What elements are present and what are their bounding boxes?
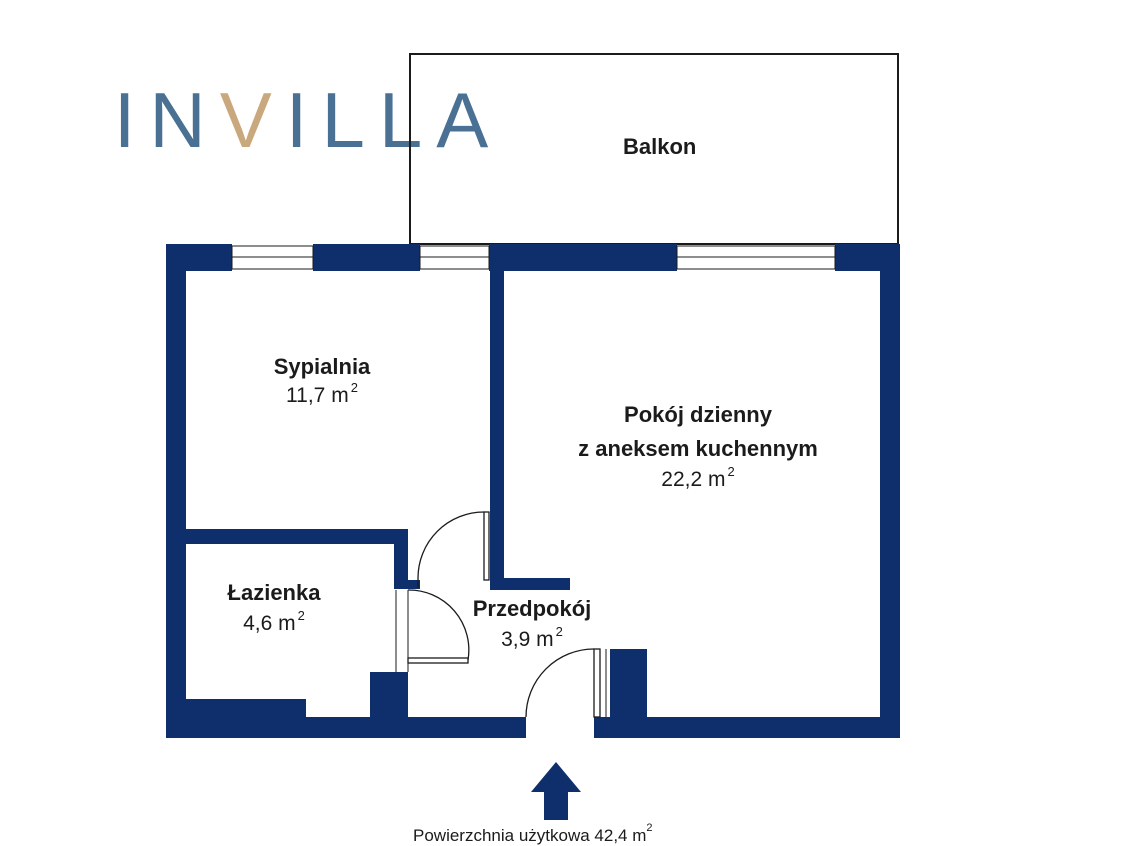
wall-bath-right-upper bbox=[394, 529, 408, 589]
entrance-arrow-icon bbox=[531, 762, 581, 820]
outer-walls bbox=[166, 244, 900, 738]
wall-bath-bottom-fill bbox=[186, 699, 306, 719]
label-balkon: Balkon bbox=[623, 134, 697, 159]
label-sypialnia: Sypialnia bbox=[273, 354, 371, 379]
door-bedroom-leaf bbox=[483, 511, 490, 581]
wall-top-right bbox=[489, 244, 677, 271]
wall-bath-right-cap bbox=[406, 580, 420, 589]
wall-right bbox=[880, 244, 900, 738]
wall-bottom-right bbox=[594, 717, 900, 738]
room-pokoj-dzienny: Pokój dzienny z aneksem kuchennym 22,2 m… bbox=[548, 402, 848, 492]
invilla-logo: INVILLA bbox=[114, 76, 503, 164]
total-area-sup: 2 bbox=[646, 822, 653, 834]
area-lazienka-sup: 2 bbox=[297, 608, 305, 623]
area-lazienka-value: 4,6 m bbox=[243, 612, 296, 635]
label-pokoj-line1: Pokój dzienny bbox=[624, 402, 772, 427]
label-pokoj-line2: z aneksem kuchennym bbox=[578, 436, 818, 461]
label-lazienka: Łazienka bbox=[227, 580, 321, 605]
wall-bedroom-bath bbox=[186, 529, 408, 544]
door-entrance-swing bbox=[525, 648, 595, 718]
wall-left bbox=[166, 244, 186, 738]
wall-bedroom-living bbox=[490, 270, 504, 590]
total-area-label: Powierzchnia użytkowa 42,4 m bbox=[413, 826, 647, 845]
windows bbox=[231, 245, 836, 270]
area-pokoj-sup: 2 bbox=[727, 464, 735, 479]
area-sypialnia-value: 11,7 m bbox=[286, 384, 349, 407]
door-bathroom-swing bbox=[407, 589, 470, 661]
door-bedroom-swing bbox=[417, 511, 485, 579]
wall-bath-corner-block bbox=[370, 672, 408, 719]
area-przedpokoj-sup: 2 bbox=[555, 624, 563, 639]
area-pokoj-value: 22,2 m bbox=[661, 468, 726, 491]
interior-walls bbox=[186, 270, 570, 590]
doors bbox=[395, 511, 607, 718]
wall-living-stub bbox=[490, 578, 570, 590]
area-przedpokoj-value: 3,9 m bbox=[501, 628, 554, 651]
logo-text: INVILLA bbox=[114, 76, 503, 164]
label-przedpokoj: Przedpokój bbox=[472, 596, 592, 621]
wall-entry-pillar bbox=[610, 649, 647, 719]
door-bathroom-leaf bbox=[407, 657, 469, 664]
wall-top-mid bbox=[313, 244, 420, 271]
total-area: Powierzchnia użytkowa 42,4 m2 bbox=[413, 822, 653, 846]
area-sypialnia-sup: 2 bbox=[350, 380, 358, 395]
door-entrance-leaf bbox=[593, 648, 601, 718]
wall-bottom-left bbox=[166, 717, 526, 738]
